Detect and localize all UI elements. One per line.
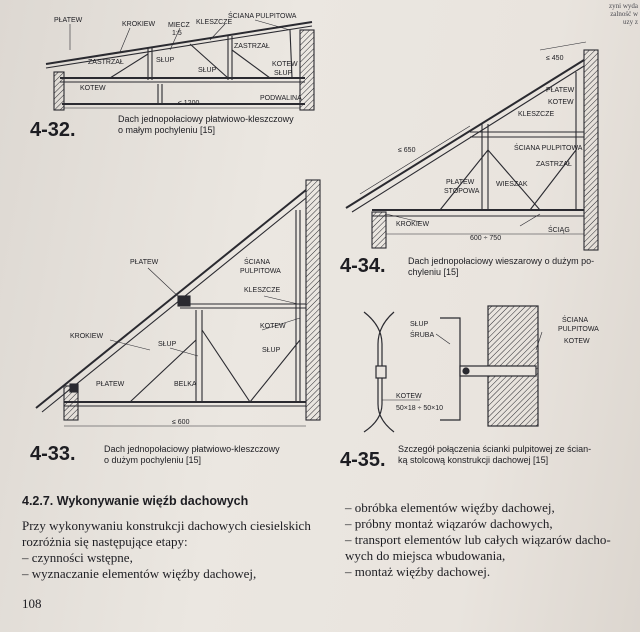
fig32-label-zastrzal-right: ZASTRZAŁ [234, 43, 270, 50]
fig34-right-wall [583, 49, 599, 251]
fig33-label-platew-top: PŁATEW [130, 259, 159, 266]
fig34-label-dim-top: ≤ 450 [546, 55, 564, 62]
fig34-label-platew: PŁATEW [546, 87, 575, 94]
fig34-number: 4-34. [340, 255, 386, 277]
text-left-line-4: – wyznaczanie elementów więźby dachowej, [22, 566, 257, 581]
fig32-label-kotew-right: KOTEW [272, 61, 298, 68]
fig32-label-kotew-left: KOTEW [80, 85, 106, 92]
corner-line-3: uzy z [623, 18, 638, 26]
fig33-number: 4-33. [30, 443, 76, 465]
fig32-labels: PŁATEW KROKIEW MIECZ 1:5 KLESZCZE ŚCIANA… [54, 11, 302, 107]
corner-text: zyni wyda zalność w uzy z [560, 2, 638, 26]
fig33-right-wall [305, 179, 321, 421]
fig35-label-kotew-dim: 50×18 ÷ 50×10 [396, 405, 443, 412]
text-left-line-2: rozróżnia się następujące etapy: [22, 534, 188, 549]
fig34-label-stopowa: STOPOWA [444, 188, 480, 195]
fig33-label-slup-mid: SŁUP [158, 341, 177, 348]
fig33-label-belka: BELKA [174, 381, 197, 388]
fig32-label-dim: ≤ 1200 [178, 100, 199, 107]
fig32-caption-line-2: o małym pochyleniu [15] [118, 125, 215, 135]
fig32-label-krokiew: KROKIEW [122, 21, 155, 28]
fig33-label-dim: ≤ 600 [172, 419, 190, 426]
fig33-label-sciana: ŚCIANA [244, 257, 270, 266]
corner-line-1: zyni wyda [609, 2, 638, 10]
fig35-caption-line-1: Szczegół połączenia ścianki pulpitowej z… [398, 444, 591, 454]
fig34-labels: ≤ 450 PŁATEW KOTEW KLESZCZE ≤ 650 ŚCIANA… [396, 55, 583, 242]
fig32-label-sciana: ŚCIANA PULPITOWA [228, 11, 297, 20]
fig34-label-dim-bottom: 600 ÷ 750 [470, 235, 501, 242]
fig33-label-slup-right: SŁUP [262, 347, 281, 354]
fig34-label-wieszak: WIESZAK [496, 181, 528, 188]
text-right-line-5: – montaż więźby dachowej. [345, 564, 491, 579]
fig32-caption-line-1: Dach jednopołaciowy płatwiowo-kleszczowy [118, 114, 294, 124]
fig35-label-sciana: ŚCIANA [562, 315, 588, 324]
fig32-label-slope: 1:5 [172, 30, 182, 37]
figure-4-34 [345, 41, 599, 251]
fig34-label-krokiew: KROKIEW [396, 221, 429, 228]
section-title: 4.2.7. Wykonywanie więźb dachowych [22, 494, 249, 508]
fig33-label-kleszcze: KLESZCZE [244, 287, 281, 294]
fig32-label-platew: PŁATEW [54, 17, 83, 24]
text-left-line-3: – czynności wstępne, [22, 550, 133, 565]
fig32-label-zastrzal-left: ZASTRZAŁ [88, 59, 124, 66]
fig35-label-kotew-left: KOTEW [396, 393, 422, 400]
fig34-label-kotew: KOTEW [548, 99, 574, 106]
fig34-left-wall [371, 211, 387, 249]
text-right-line-3: – transport elementów lub całych wiązaró… [345, 532, 611, 547]
fig34-label-kleszcze: KLESZCZE [518, 111, 555, 118]
fig34-caption-line-1: Dach jednopołaciowy wieszarowy o dużym p… [408, 256, 594, 266]
fig34-label-sciag: ŚCIĄG [548, 225, 570, 234]
fig34-label-sciana: ŚCIANA PULPITOWA [514, 143, 583, 152]
fig33-caption-line-2: o dużym pochyleniu [15] [104, 455, 201, 465]
fig32-left-wall [53, 71, 65, 111]
fig33-label-krokiew: KROKIEW [70, 333, 103, 340]
text-right-line-1: – obróbka elementów więźby dachowej, [345, 500, 555, 515]
fig34-label-zastrzal: ZASTRZAŁ [536, 161, 572, 168]
text-left-line-1: Przy wykonywaniu konstrukcji dachowych c… [22, 518, 311, 533]
fig35-label-pulpitowa: PULPITOWA [558, 326, 599, 333]
fig33-labels: PŁATEW ŚCIANA PULPITOWA KLESZCZE KOTEW K… [70, 257, 286, 426]
fig34-label-dim-slope: ≤ 650 [398, 147, 416, 154]
figures-drawing: PŁATEW KROKIEW MIECZ 1:5 KLESZCZE ŚCIANA… [30, 11, 599, 471]
text-right-line-4: wych do miejsca wbudowania, [345, 548, 506, 563]
fig32-label-kleszcze: KLESZCZE [196, 19, 233, 26]
fig35-label-sruba: ŚRUBA [410, 330, 434, 339]
fig35-labels: SŁUP ŚRUBA ŚCIANA PULPITOWA KOTEW KOTEW … [396, 315, 599, 412]
fig35-label-kotew-right: KOTEW [564, 338, 590, 345]
fig34-caption-line-2: chyleniu [15] [408, 267, 459, 277]
figure-4-35 [363, 305, 543, 433]
fig35-label-slup: SŁUP [410, 321, 429, 328]
fig33-label-kotew: KOTEW [260, 323, 286, 330]
body-text-left: Przy wykonywaniu konstrukcji dachowych c… [22, 518, 332, 582]
corner-line-2: zalność w [610, 10, 638, 18]
fig33-label-platew-bottom: PŁATEW [96, 381, 125, 388]
fig34-label-platew-stop: PŁATEW [446, 179, 475, 186]
fig32-label-slup-2: SŁUP [198, 67, 217, 74]
figure-4-32 [45, 19, 315, 111]
fig33-caption-line-1: Dach jednopołaciowy płatwiowo-kleszczowy [104, 444, 280, 454]
fig32-right-wall [299, 29, 315, 111]
fig33-label-pulpitowa: PULPITOWA [240, 268, 281, 275]
fig35-caption-line-2: ką stolcową konstrukcji dachowej [15] [398, 455, 548, 465]
fig32-number: 4-32. [30, 119, 76, 141]
figure-4-33 [35, 179, 321, 427]
text-right-line-2: – próbny montaż wiązarów dachowych, [345, 516, 553, 531]
fig32-label-slup-1: SŁUP [156, 57, 175, 64]
fig32-label-slup-right: SŁUP [274, 70, 293, 77]
body-text-right: – obróbka elementów więźby dachowej, – p… [345, 500, 635, 580]
fig32-label-miecz: MIECZ [168, 22, 191, 29]
fig35-number: 4-35. [340, 449, 386, 471]
fig32-label-podwalina: PODWALINA [260, 95, 302, 102]
page-number: 108 [22, 596, 42, 611]
